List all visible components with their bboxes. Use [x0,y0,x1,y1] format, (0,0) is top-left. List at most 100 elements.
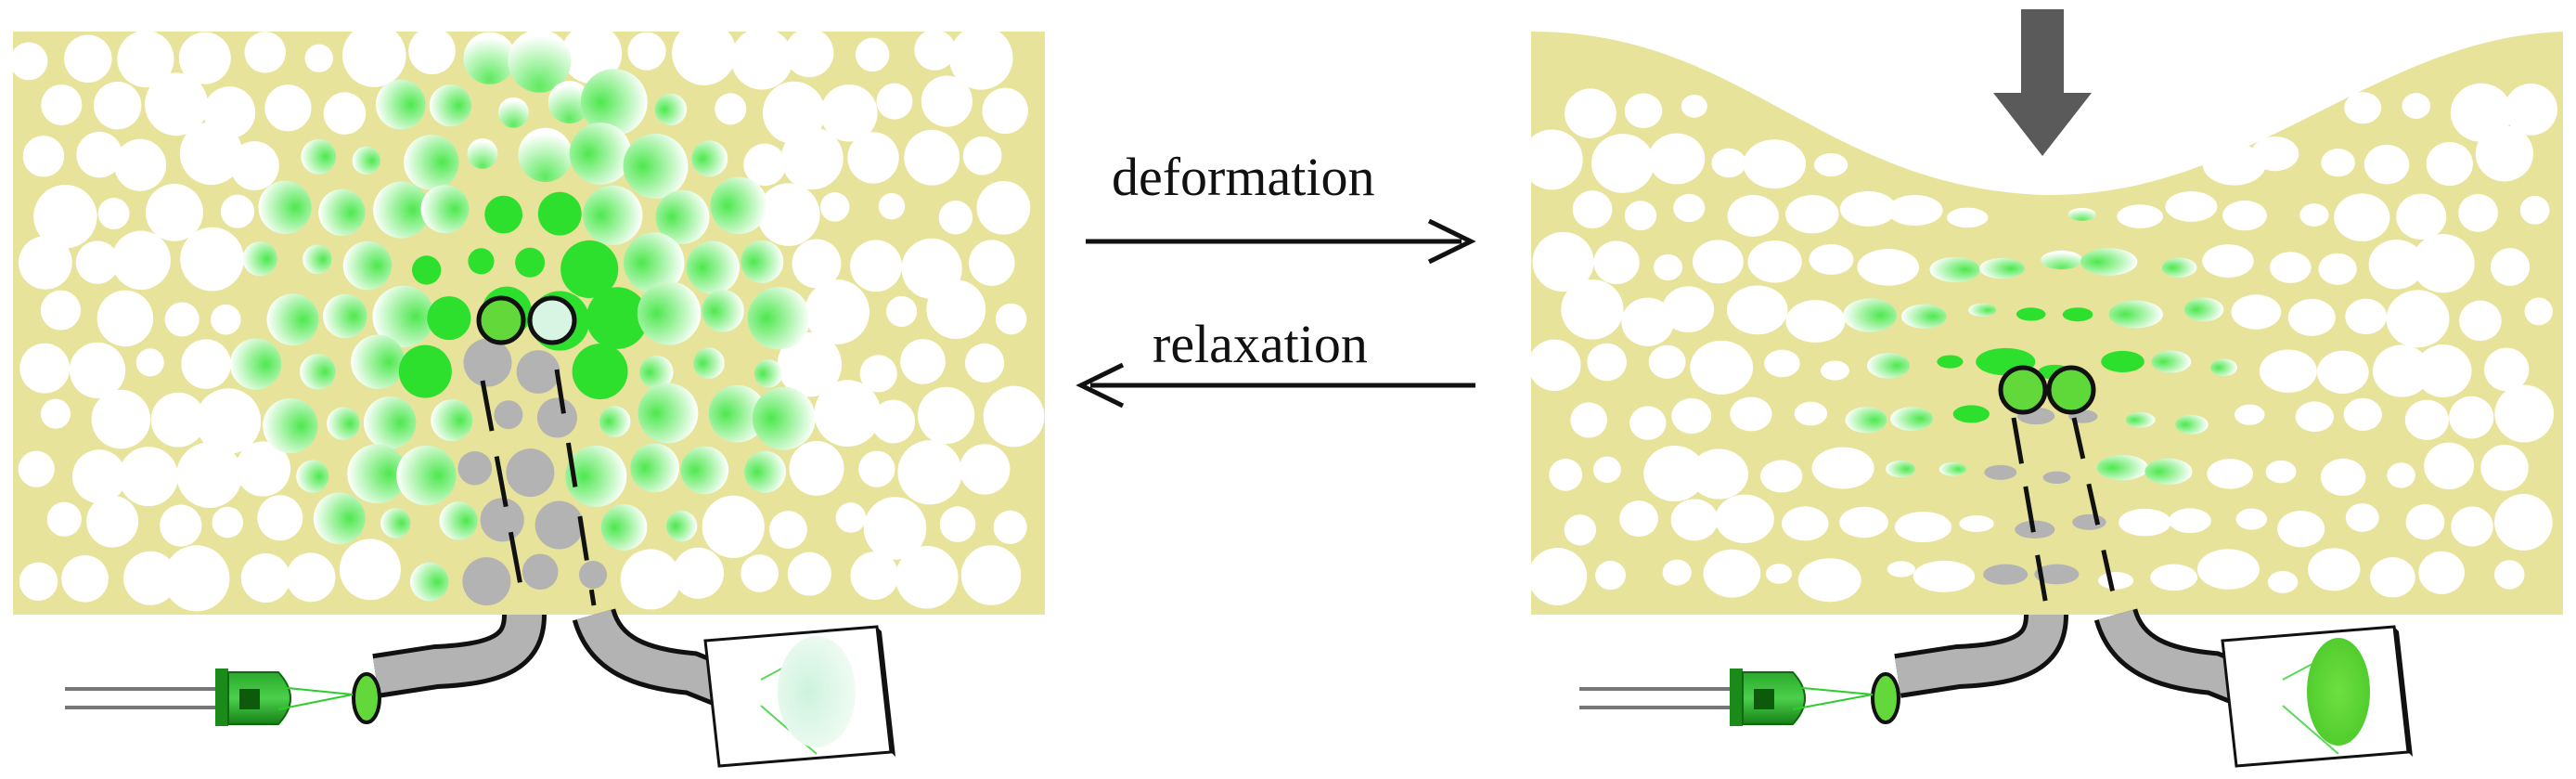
pore [2269,252,2312,283]
deformed-fiber-line-1 [2011,417,2049,606]
pore [408,27,456,75]
pore [878,192,906,220]
pore [2287,298,2336,336]
pore [948,25,1013,90]
pore [2504,84,2558,136]
pore [1619,500,1658,538]
glowing-pore [396,445,457,506]
pore [1681,94,1707,118]
pore [2299,203,2329,227]
pore [2494,560,2525,590]
pore [1785,195,1839,234]
pore [2484,347,2530,392]
pore [1587,343,1627,382]
deformed-screen-icon [2221,625,2413,768]
pore [835,502,867,533]
pore [1565,88,1616,138]
pore [926,279,986,340]
pore [2207,459,2254,489]
glowing-pore [637,281,702,345]
glowing-pore [686,240,740,294]
glowing-pore [1890,407,1933,431]
pore [163,545,230,612]
deformed-detected-spot [2307,638,2370,746]
deformation-label: deformation [1112,147,1375,207]
deformed-illuminated-pores [1843,207,2238,486]
glowing-pore [1968,303,1997,318]
pore [2404,399,2449,440]
glowing-pore [2175,414,2209,435]
relaxed-fiber-line-2 [554,369,597,606]
glowing-pore [2096,455,2148,481]
pore [1766,564,1793,584]
pore [964,343,1005,383]
glowing-pore [2183,297,2224,322]
glowing-pore [313,492,366,545]
bright-pore [586,287,649,349]
pore [2424,442,2475,490]
pore [876,83,913,120]
glowing-pore [300,354,336,390]
pore [2334,193,2390,241]
pore [769,511,807,549]
pore [938,201,973,235]
bright-pore [1937,355,1964,369]
pore [1711,148,1746,178]
glowing-pore [327,407,360,441]
pore [2150,564,2198,591]
glowing-pore [409,562,449,602]
glowing-pore [229,338,282,390]
pore [2345,503,2379,532]
pore [2459,300,2502,342]
pore [784,28,834,78]
glowing-pore [744,450,786,493]
pore [2494,494,2553,551]
pore [2119,508,2171,537]
pore [75,240,120,284]
glowing-pore [630,443,680,493]
pore [97,198,130,230]
pore [1690,340,1754,395]
pore [1693,240,1744,284]
glowing-pore [242,241,277,277]
bright-pore [2101,350,2145,373]
pore [2363,144,2410,185]
fiber-pore [536,397,578,438]
pore [814,380,882,448]
fiber-pore [480,498,524,542]
pore [1648,133,1706,185]
pore [123,551,178,605]
pore [627,32,666,71]
pore [244,32,286,73]
pore [229,141,279,190]
glowing-pore [363,396,417,449]
pore [673,547,725,599]
glowing-pore [429,84,471,127]
glowing-pore [2145,458,2193,486]
pore [342,23,406,87]
glowing-pore [753,359,783,388]
pore [2405,504,2445,540]
pore [1797,558,1861,603]
glowing-pore [655,189,710,244]
pore [672,20,737,85]
glowing-pore [583,185,643,245]
glowing-pore [518,127,573,182]
pore [2368,240,2425,290]
pore [2267,570,2299,593]
pore [1671,397,1712,435]
pore [97,290,154,347]
bright-pore [2016,307,2046,321]
pore [702,495,765,558]
glowing-pore [375,79,426,130]
pore [91,389,151,449]
pore [212,506,244,539]
pore [2308,548,2361,591]
pore [1549,459,1583,491]
pore [715,93,747,125]
fiber-pore [494,400,523,430]
pore [730,27,793,90]
pore [2415,344,2472,397]
pore [805,279,869,344]
deformed-led-icon [1579,669,1874,726]
